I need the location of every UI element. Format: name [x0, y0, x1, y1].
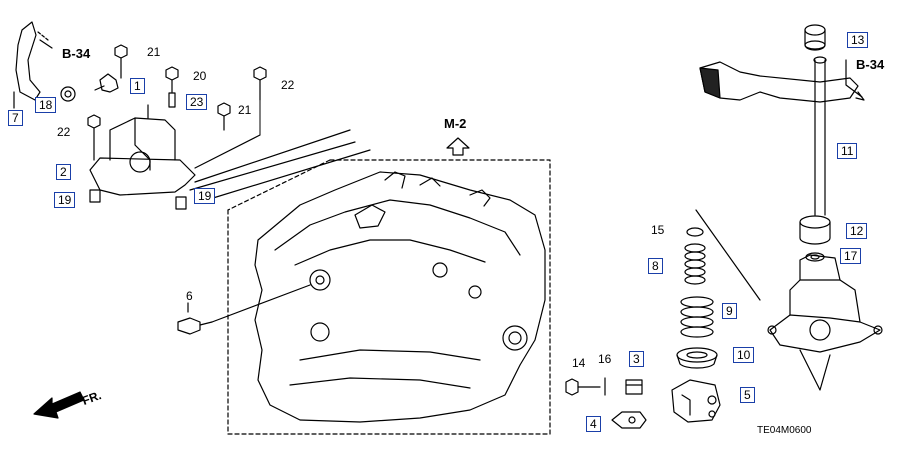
- select-holder: [767, 254, 883, 391]
- cap-13: [804, 24, 826, 51]
- callout-7: 7: [8, 110, 23, 126]
- callout-15: 15: [651, 223, 665, 237]
- collar-12: [799, 215, 831, 245]
- callout-10: 10: [733, 347, 755, 363]
- callout-19-right: 19: [194, 188, 216, 204]
- case-dashed-boundary: [227, 159, 551, 435]
- callout-1: 1: [130, 78, 145, 94]
- bolt-14: [565, 378, 601, 396]
- m2-arrow: [446, 137, 470, 156]
- callout-8: 8: [648, 258, 663, 274]
- callout-22-right: 22: [281, 78, 295, 92]
- callout-19-left: 19: [54, 192, 76, 208]
- bolt-20: [165, 66, 179, 93]
- callout-4: 4: [586, 416, 601, 432]
- bolt-6: [177, 284, 311, 335]
- shift-arm-7: [13, 21, 49, 109]
- dowel-19-right: [175, 196, 187, 210]
- shift-holder-2: [89, 99, 261, 196]
- transmission-case: [254, 171, 546, 423]
- front-arrow-icon: [33, 391, 85, 419]
- callout-2: 2: [56, 164, 71, 180]
- spring-8: [684, 243, 706, 285]
- ref-b34-right: B-34: [856, 57, 885, 72]
- pin-23: [168, 92, 176, 108]
- ref-m2: M-2: [444, 116, 467, 131]
- lever-1: [94, 73, 119, 93]
- ring-15: [686, 227, 704, 237]
- callout-17: 17: [840, 248, 862, 264]
- callout-22-left: 22: [57, 125, 71, 139]
- guide-4: [611, 411, 647, 429]
- spring-9: [680, 296, 714, 338]
- ref-b34-left: B-34: [62, 46, 91, 61]
- seal-18: [60, 86, 76, 102]
- shift-lever-11: [699, 56, 859, 216]
- seal-17: [805, 252, 825, 262]
- callout-16: 16: [598, 352, 612, 366]
- bolt-21-top: [114, 44, 128, 79]
- bolt-21-mid: [217, 102, 231, 131]
- callout-13: 13: [847, 32, 869, 48]
- seat-10: [676, 347, 718, 369]
- callout-18: 18: [35, 97, 57, 113]
- callout-3: 3: [629, 351, 644, 367]
- bolt-22-right: [253, 66, 267, 101]
- callout-6: 6: [186, 289, 193, 303]
- callout-14: 14: [572, 356, 586, 370]
- callout-23: 23: [186, 94, 208, 110]
- interlock-3: [625, 379, 643, 395]
- callout-9: 9: [722, 303, 737, 319]
- diagram-code: TE04M0600: [757, 425, 812, 436]
- dowel-19-left: [89, 189, 101, 203]
- bolt-22-left: [87, 114, 101, 161]
- bracket-5: [671, 379, 721, 423]
- callout-11: 11: [837, 143, 858, 159]
- callout-5: 5: [740, 387, 755, 403]
- callout-12: 12: [846, 223, 868, 239]
- callout-20: 20: [193, 69, 207, 83]
- callout-21-top: 21: [147, 45, 161, 59]
- callout-21-mid: 21: [238, 103, 252, 117]
